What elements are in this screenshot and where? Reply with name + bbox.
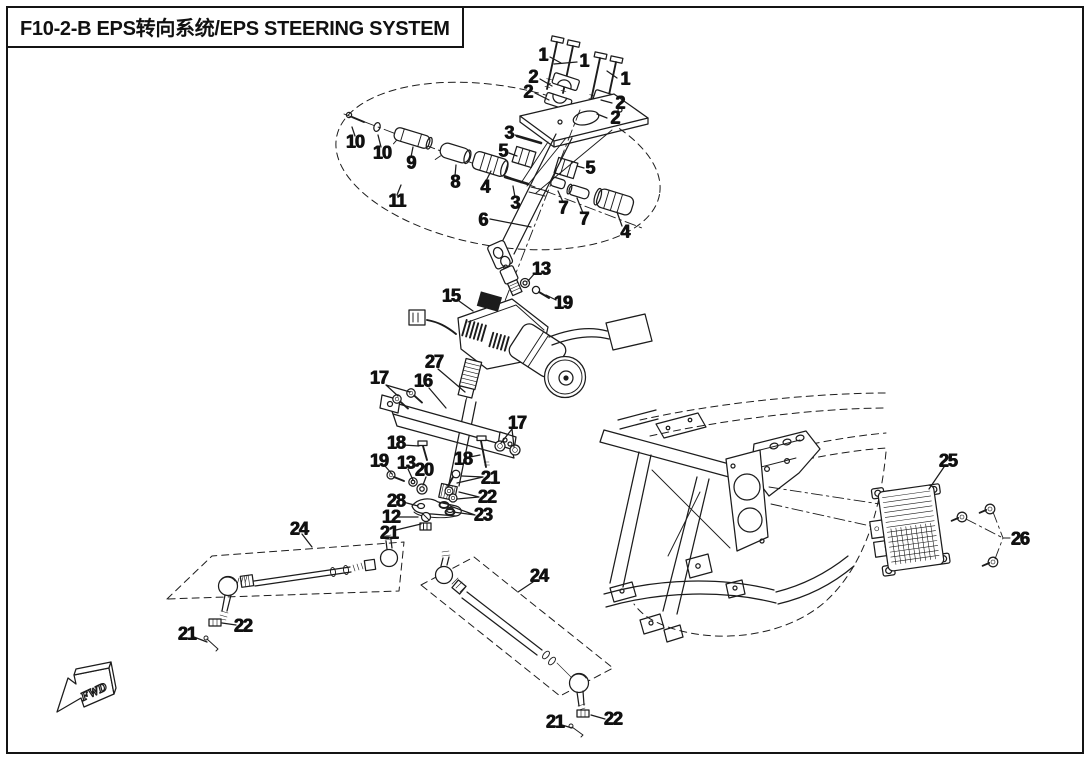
cable-connector-pad	[605, 313, 653, 351]
tie-rod-right	[420, 550, 614, 738]
eps-motor	[508, 323, 587, 399]
tie-rod-shaft	[253, 566, 352, 587]
column-lower-and-bracket	[379, 388, 521, 487]
eps-actuator-unit	[408, 291, 653, 399]
tie-rod-shaft	[461, 591, 543, 656]
tie-rod-left	[166, 534, 405, 652]
page-border	[6, 6, 1084, 754]
eps-connector-ribs	[461, 319, 487, 342]
leader-lines	[193, 56, 945, 729]
tie-rod-right-balloon	[420, 556, 614, 697]
pitman-arm-assembly	[386, 469, 462, 531]
handlebar-lock-group	[335, 81, 661, 251]
fwd-direction-arrow: FWD	[56, 661, 117, 713]
eps-cable	[548, 327, 610, 346]
controller-bolts	[950, 503, 999, 568]
ball-joint	[217, 575, 239, 597]
ball-joint	[434, 565, 454, 585]
eps-controller	[869, 483, 1011, 577]
column-shaft	[497, 133, 573, 255]
group-11-balloon	[335, 81, 661, 251]
eps-wire	[426, 319, 457, 335]
frame-section	[599, 392, 907, 643]
title-box: F10-2-B EPS转向系统/EPS STEERING SYSTEM	[6, 6, 464, 48]
universal-joint	[487, 240, 523, 297]
tie-rod-left-balloon	[166, 541, 405, 600]
page-title: F10-2-B EPS转向系统/EPS STEERING SYSTEM	[20, 18, 450, 40]
column-top-plate	[519, 93, 649, 142]
steering-column-upper	[465, 35, 649, 401]
wire-connector	[408, 309, 426, 326]
